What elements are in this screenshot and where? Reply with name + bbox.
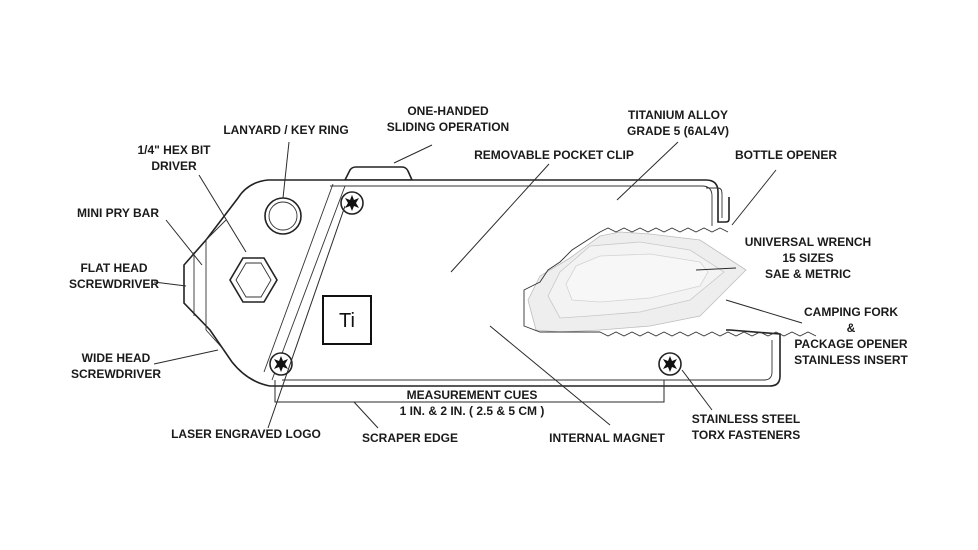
label-titanium-1: TITANIUM ALLOY <box>628 108 728 122</box>
label-one-handed-2: SLIDING OPERATION <box>387 120 509 134</box>
label-fork-3: PACKAGE OPENER <box>794 337 907 351</box>
label-pry: MINI PRY BAR <box>77 206 159 220</box>
label-lanyard: LANYARD / KEY RING <box>223 123 348 137</box>
label-titanium-2: GRADE 5 (6AL4V) <box>627 124 729 138</box>
key-ring-hole <box>264 197 302 235</box>
ti-logo: Ti <box>322 295 372 345</box>
torx-screw-bottom-left <box>269 352 293 376</box>
label-wide-2: SCREWDRIVER <box>71 367 161 381</box>
label-fork-4: STAINLESS INSERT <box>794 353 908 367</box>
label-flat-2: SCREWDRIVER <box>69 277 159 291</box>
slider-tab <box>343 166 414 181</box>
label-flat-1: FLAT HEAD <box>80 261 147 275</box>
label-logo: LASER ENGRAVED LOGO <box>171 427 321 441</box>
label-one-handed-1: ONE-HANDED <box>407 104 489 118</box>
torx-screw-top <box>340 191 364 215</box>
label-magnet: INTERNAL MAGNET <box>549 431 665 445</box>
label-wide-1: WIDE HEAD <box>82 351 151 365</box>
leader-lines <box>153 141 803 429</box>
label-measure-2: 1 IN. & 2 IN. ( 2.5 & 5 CM ) <box>400 404 545 418</box>
label-torx-1: STAINLESS STEEL <box>692 412 800 426</box>
label-bottle: BOTTLE OPENER <box>735 148 837 162</box>
label-fork-1: CAMPING FORK <box>804 305 898 319</box>
label-fork-2: & <box>847 321 856 335</box>
measurement-bracket <box>274 380 665 403</box>
ti-logo-text: Ti <box>339 310 355 332</box>
callout-labels: ONE-HANDED SLIDING OPERATION TITANIUM AL… <box>69 104 909 445</box>
hex-driver <box>229 257 278 303</box>
label-wrench-3: SAE & METRIC <box>765 267 851 281</box>
torx-screw-bottom-right <box>658 352 682 376</box>
wrench-jaw <box>523 227 817 337</box>
label-scraper: SCRAPER EDGE <box>362 431 458 445</box>
label-hex-1: 1/4" HEX BIT <box>137 143 211 157</box>
label-torx-2: TORX FASTENERS <box>692 428 800 442</box>
label-wrench-2: 15 SIZES <box>782 251 833 265</box>
label-wrench-1: UNIVERSAL WRENCH <box>745 235 871 249</box>
label-measure-1: MEASUREMENT CUES <box>407 388 538 402</box>
label-clip: REMOVABLE POCKET CLIP <box>474 148 634 162</box>
label-hex-2: DRIVER <box>151 159 197 173</box>
